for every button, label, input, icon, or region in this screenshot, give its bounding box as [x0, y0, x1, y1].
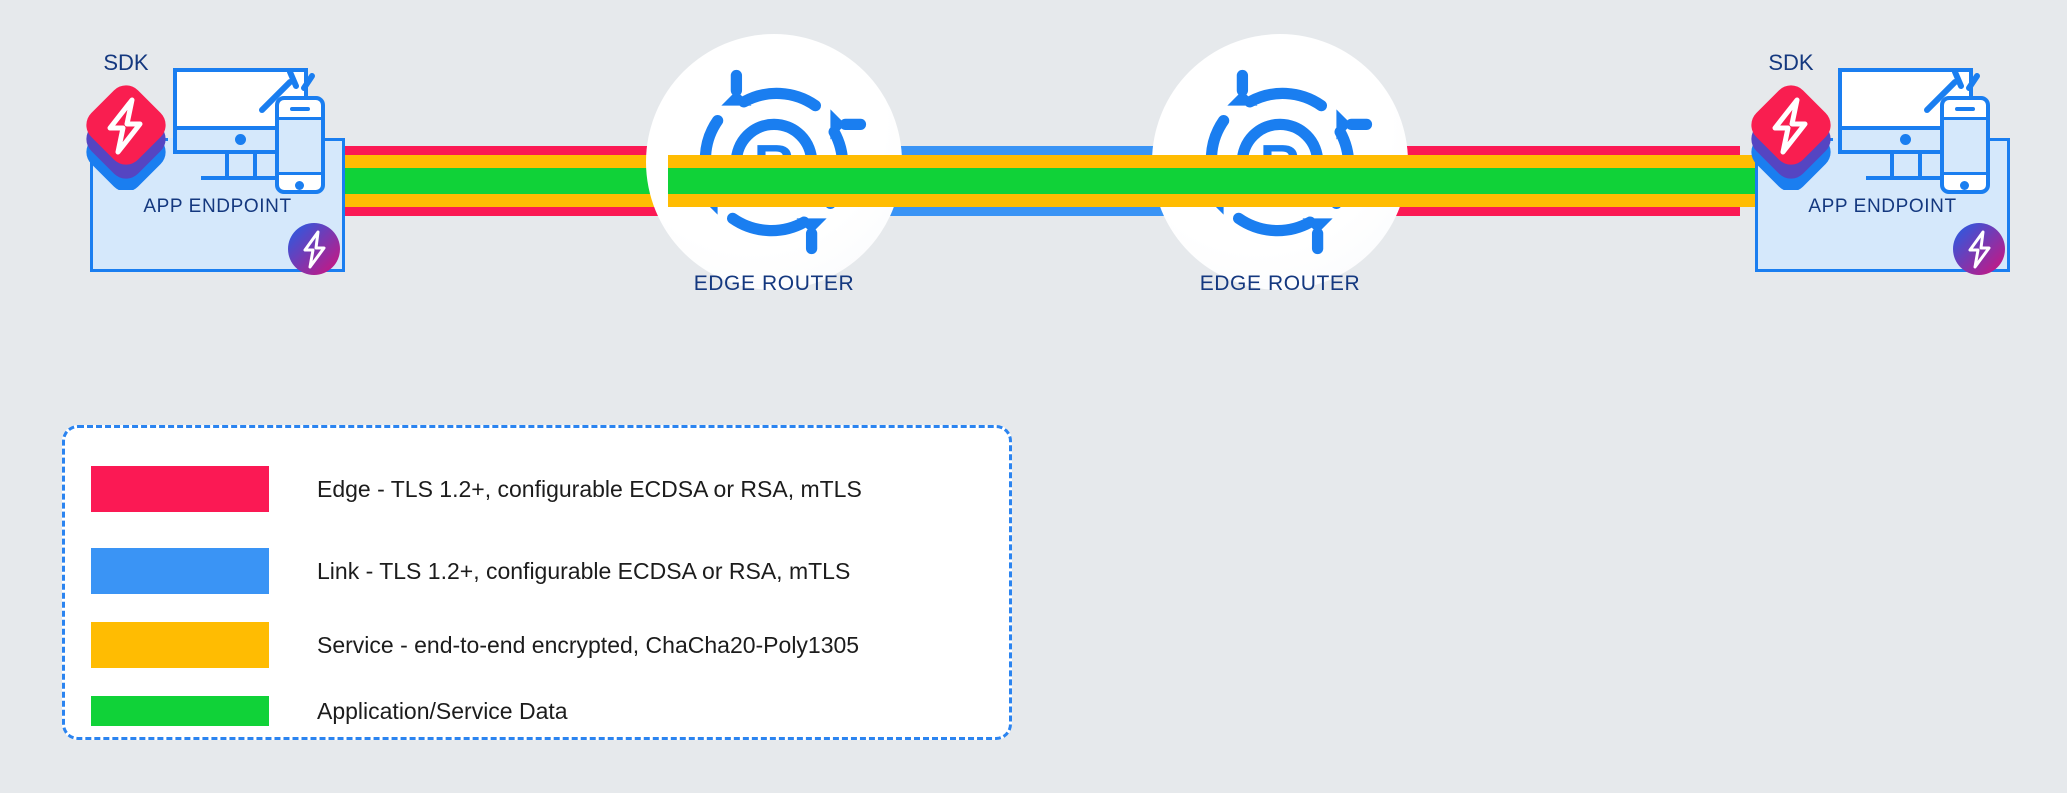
monitor-foot	[201, 176, 281, 180]
ziti-bolt-icon	[1953, 223, 2005, 275]
sdk-label: SDK	[103, 50, 149, 75]
legend-label: Service - end-to-end encrypted, ChaCha20…	[317, 631, 860, 658]
right-edge-stripe-red-bot	[1390, 207, 1740, 216]
phone-speaker	[290, 107, 310, 111]
legend-item: Application/Service Data	[91, 696, 568, 726]
link-stripe-green-overlay	[668, 168, 1894, 194]
phone-screen	[1944, 117, 1986, 175]
monitor-foot	[1866, 176, 1946, 180]
legend-panel: Edge - TLS 1.2+, configurable ECDSA or R…	[62, 425, 1012, 740]
monitor-neck	[225, 154, 257, 180]
legend-swatch-data	[91, 696, 269, 726]
ziti-bolt-icon	[288, 223, 340, 275]
router-right-label: EDGE ROUTER	[1199, 272, 1361, 295]
router-left-label: EDGE ROUTER	[693, 272, 855, 295]
legend-item: Link - TLS 1.2+, configurable ECDSA or R…	[91, 548, 850, 594]
legend-item: Service - end-to-end encrypted, ChaCha20…	[91, 622, 859, 668]
legend-swatch-edge	[91, 466, 269, 512]
legend-item: Edge - TLS 1.2+, configurable ECDSA or R…	[91, 466, 862, 512]
legend-label: Application/Service Data	[317, 697, 568, 724]
monitor-dot	[235, 134, 246, 145]
phone-home-button	[295, 181, 304, 190]
endpoint-left[interactable]: SDK	[70, 50, 370, 280]
phone-icon	[1940, 96, 1990, 194]
left-edge-stripe-red-top	[330, 146, 680, 155]
notification-rays-icon	[259, 70, 315, 113]
legend-swatch-service	[91, 622, 269, 668]
link-stripe-blue-top	[880, 146, 1190, 155]
endpoint-right[interactable]: SDK	[1735, 50, 2035, 280]
phone-screen	[279, 117, 321, 175]
phone-speaker	[1955, 107, 1975, 111]
sdk-badge-icon	[70, 80, 182, 192]
phone-icon	[275, 96, 325, 194]
right-edge-stripe-red-top	[1390, 146, 1740, 155]
legend-label: Edge - TLS 1.2+, configurable ECDSA or R…	[317, 475, 862, 502]
monitor-neck	[1890, 154, 1922, 180]
phone-home-button	[1960, 181, 1969, 190]
notification-rays-icon	[1924, 70, 1980, 113]
sdk-label: SDK	[1768, 50, 1814, 75]
link-stripe-yellow-bot-overlay	[668, 194, 1894, 207]
sdk-badge-icon	[1735, 80, 1847, 192]
link-stripe-yellow-top-overlay	[668, 155, 1894, 168]
endpoint-label: APP ENDPOINT	[143, 196, 292, 217]
left-edge-stripe-red-bot	[330, 207, 680, 216]
legend-label: Link - TLS 1.2+, configurable ECDSA or R…	[317, 557, 851, 584]
legend-swatch-link	[91, 548, 269, 594]
link-stripe-blue-bot	[880, 207, 1190, 216]
endpoint-label: APP ENDPOINT	[1808, 196, 1957, 217]
monitor-dot	[1900, 134, 1911, 145]
